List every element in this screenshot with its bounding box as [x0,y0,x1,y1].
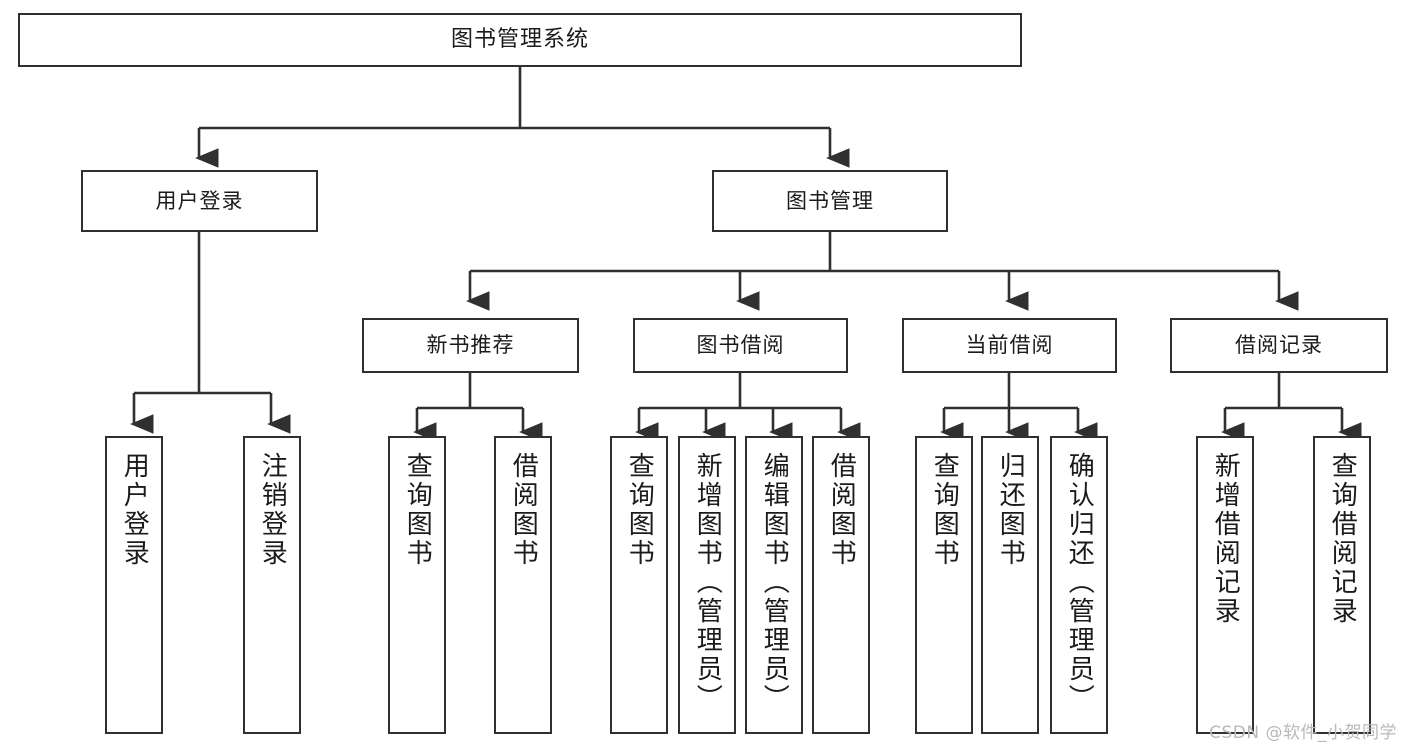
node-label: 借阅图书 [826,452,857,568]
node-label: 确认归还（管理员） [1064,452,1095,713]
node-leaf-confirm-return[interactable]: 确认归还（管理员） [1050,436,1108,734]
node-leaf-add-book[interactable]: 新增图书（管理员） [678,436,736,734]
node-label: 注销登录 [257,452,288,568]
node-label: 查询图书 [929,452,960,568]
node-leaf-borrow-book-2[interactable]: 借阅图书 [812,436,870,734]
node-leaf-add-record[interactable]: 新增借阅记录 [1196,436,1254,734]
node-root-system[interactable]: 图书管理系统 [18,13,1022,67]
node-label: 借阅图书 [508,452,539,568]
node-current-borrow[interactable]: 当前借阅 [902,318,1117,373]
node-borrow-record[interactable]: 借阅记录 [1170,318,1388,373]
node-label: 新增图书（管理员） [692,452,723,713]
node-user-login[interactable]: 用户登录 [81,170,318,232]
node-leaf-return-book[interactable]: 归还图书 [981,436,1039,734]
node-label: 新增借阅记录 [1210,452,1241,626]
node-leaf-user-login[interactable]: 用户登录 [105,436,163,734]
node-new-book-recommend[interactable]: 新书推荐 [362,318,579,373]
node-label: 编辑图书（管理员） [759,452,790,713]
node-leaf-logout[interactable]: 注销登录 [243,436,301,734]
node-book-borrow[interactable]: 图书借阅 [633,318,848,373]
node-label: 归还图书 [995,452,1026,568]
node-label: 用户登录 [155,188,244,213]
node-leaf-query-book-1[interactable]: 查询图书 [388,436,446,734]
node-leaf-query-record[interactable]: 查询借阅记录 [1313,436,1371,734]
node-leaf-query-book-2[interactable]: 查询图书 [610,436,668,734]
node-label: 查询图书 [624,452,655,568]
node-label: 图书借阅 [696,333,785,358]
node-label: 新书推荐 [426,333,515,358]
node-label: 借阅记录 [1235,333,1323,358]
node-label: 用户登录 [119,452,150,568]
node-label: 查询借阅记录 [1327,452,1358,626]
node-leaf-query-book-3[interactable]: 查询图书 [915,436,973,734]
node-leaf-edit-book[interactable]: 编辑图书（管理员） [745,436,803,734]
node-label: 图书管理系统 [450,27,589,53]
watermark-text: CSDN @软件_小贺同学 [1209,723,1397,743]
node-label: 图书管理 [786,188,874,213]
node-label: 查询图书 [402,452,433,568]
node-label: 当前借阅 [965,333,1054,358]
node-leaf-borrow-book-1[interactable]: 借阅图书 [494,436,552,734]
node-book-management[interactable]: 图书管理 [712,170,948,232]
